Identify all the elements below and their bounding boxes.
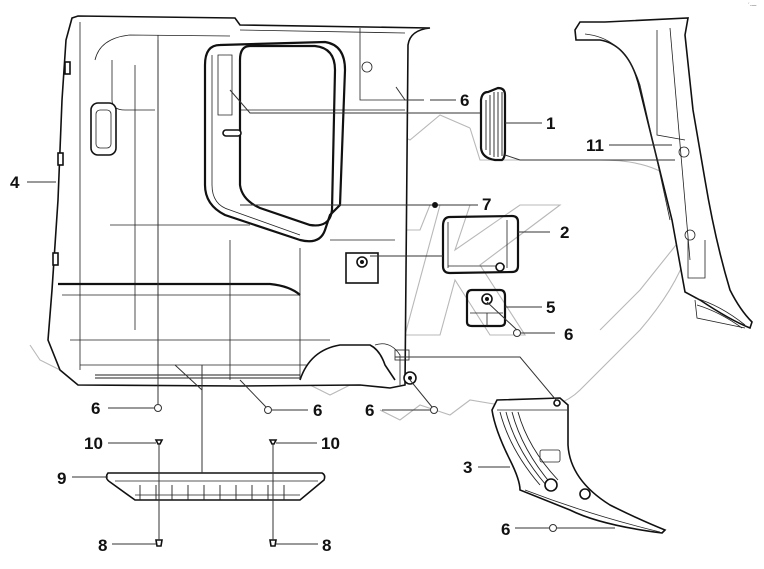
callout-8-left: 8 — [98, 536, 107, 555]
screw-10-right — [268, 439, 278, 445]
callout-10-right: 10 — [321, 434, 340, 453]
callout-6-corner: 6 — [501, 520, 510, 539]
air-vent-grille[interactable] — [479, 86, 507, 162]
callout-5: 5 — [546, 298, 555, 317]
callout-6-bottom-mid: 6 — [313, 401, 322, 420]
callout-2: 2 — [560, 223, 569, 242]
storage-tray[interactable] — [105, 472, 326, 501]
callout-8-right: 8 — [322, 536, 331, 555]
callout-11: 11 — [586, 136, 604, 155]
pillar-trim[interactable] — [574, 17, 753, 330]
callout-7: 7 — [482, 195, 491, 214]
callout-6-right: 6 — [564, 325, 573, 344]
screw-8-left — [155, 539, 163, 547]
screw-8-right — [269, 539, 277, 547]
corner-mark: ´·— — [748, 3, 756, 9]
screw-10-left — [154, 439, 164, 445]
callout-6-bottom-right: 6 — [365, 401, 374, 420]
callout-4: 4 — [10, 173, 20, 192]
leader-lines — [27, 40, 675, 545]
small-cover[interactable] — [465, 288, 507, 328]
callout-6-top: 6 — [460, 91, 469, 110]
callouts: 4 6 1 11 7 2 5 6 6 6 6 3 6 10 10 9 8 8 — [10, 91, 604, 555]
side-trim-panel[interactable] — [47, 15, 431, 389]
access-cover[interactable] — [441, 214, 520, 275]
callout-1: 1 — [546, 114, 555, 133]
callout-3: 3 — [463, 458, 472, 477]
callout-9: 9 — [57, 469, 66, 488]
callout-6-bottom-left: 6 — [91, 399, 100, 418]
callout-10-left: 10 — [84, 434, 103, 453]
lower-corner-trim[interactable] — [491, 397, 667, 534]
